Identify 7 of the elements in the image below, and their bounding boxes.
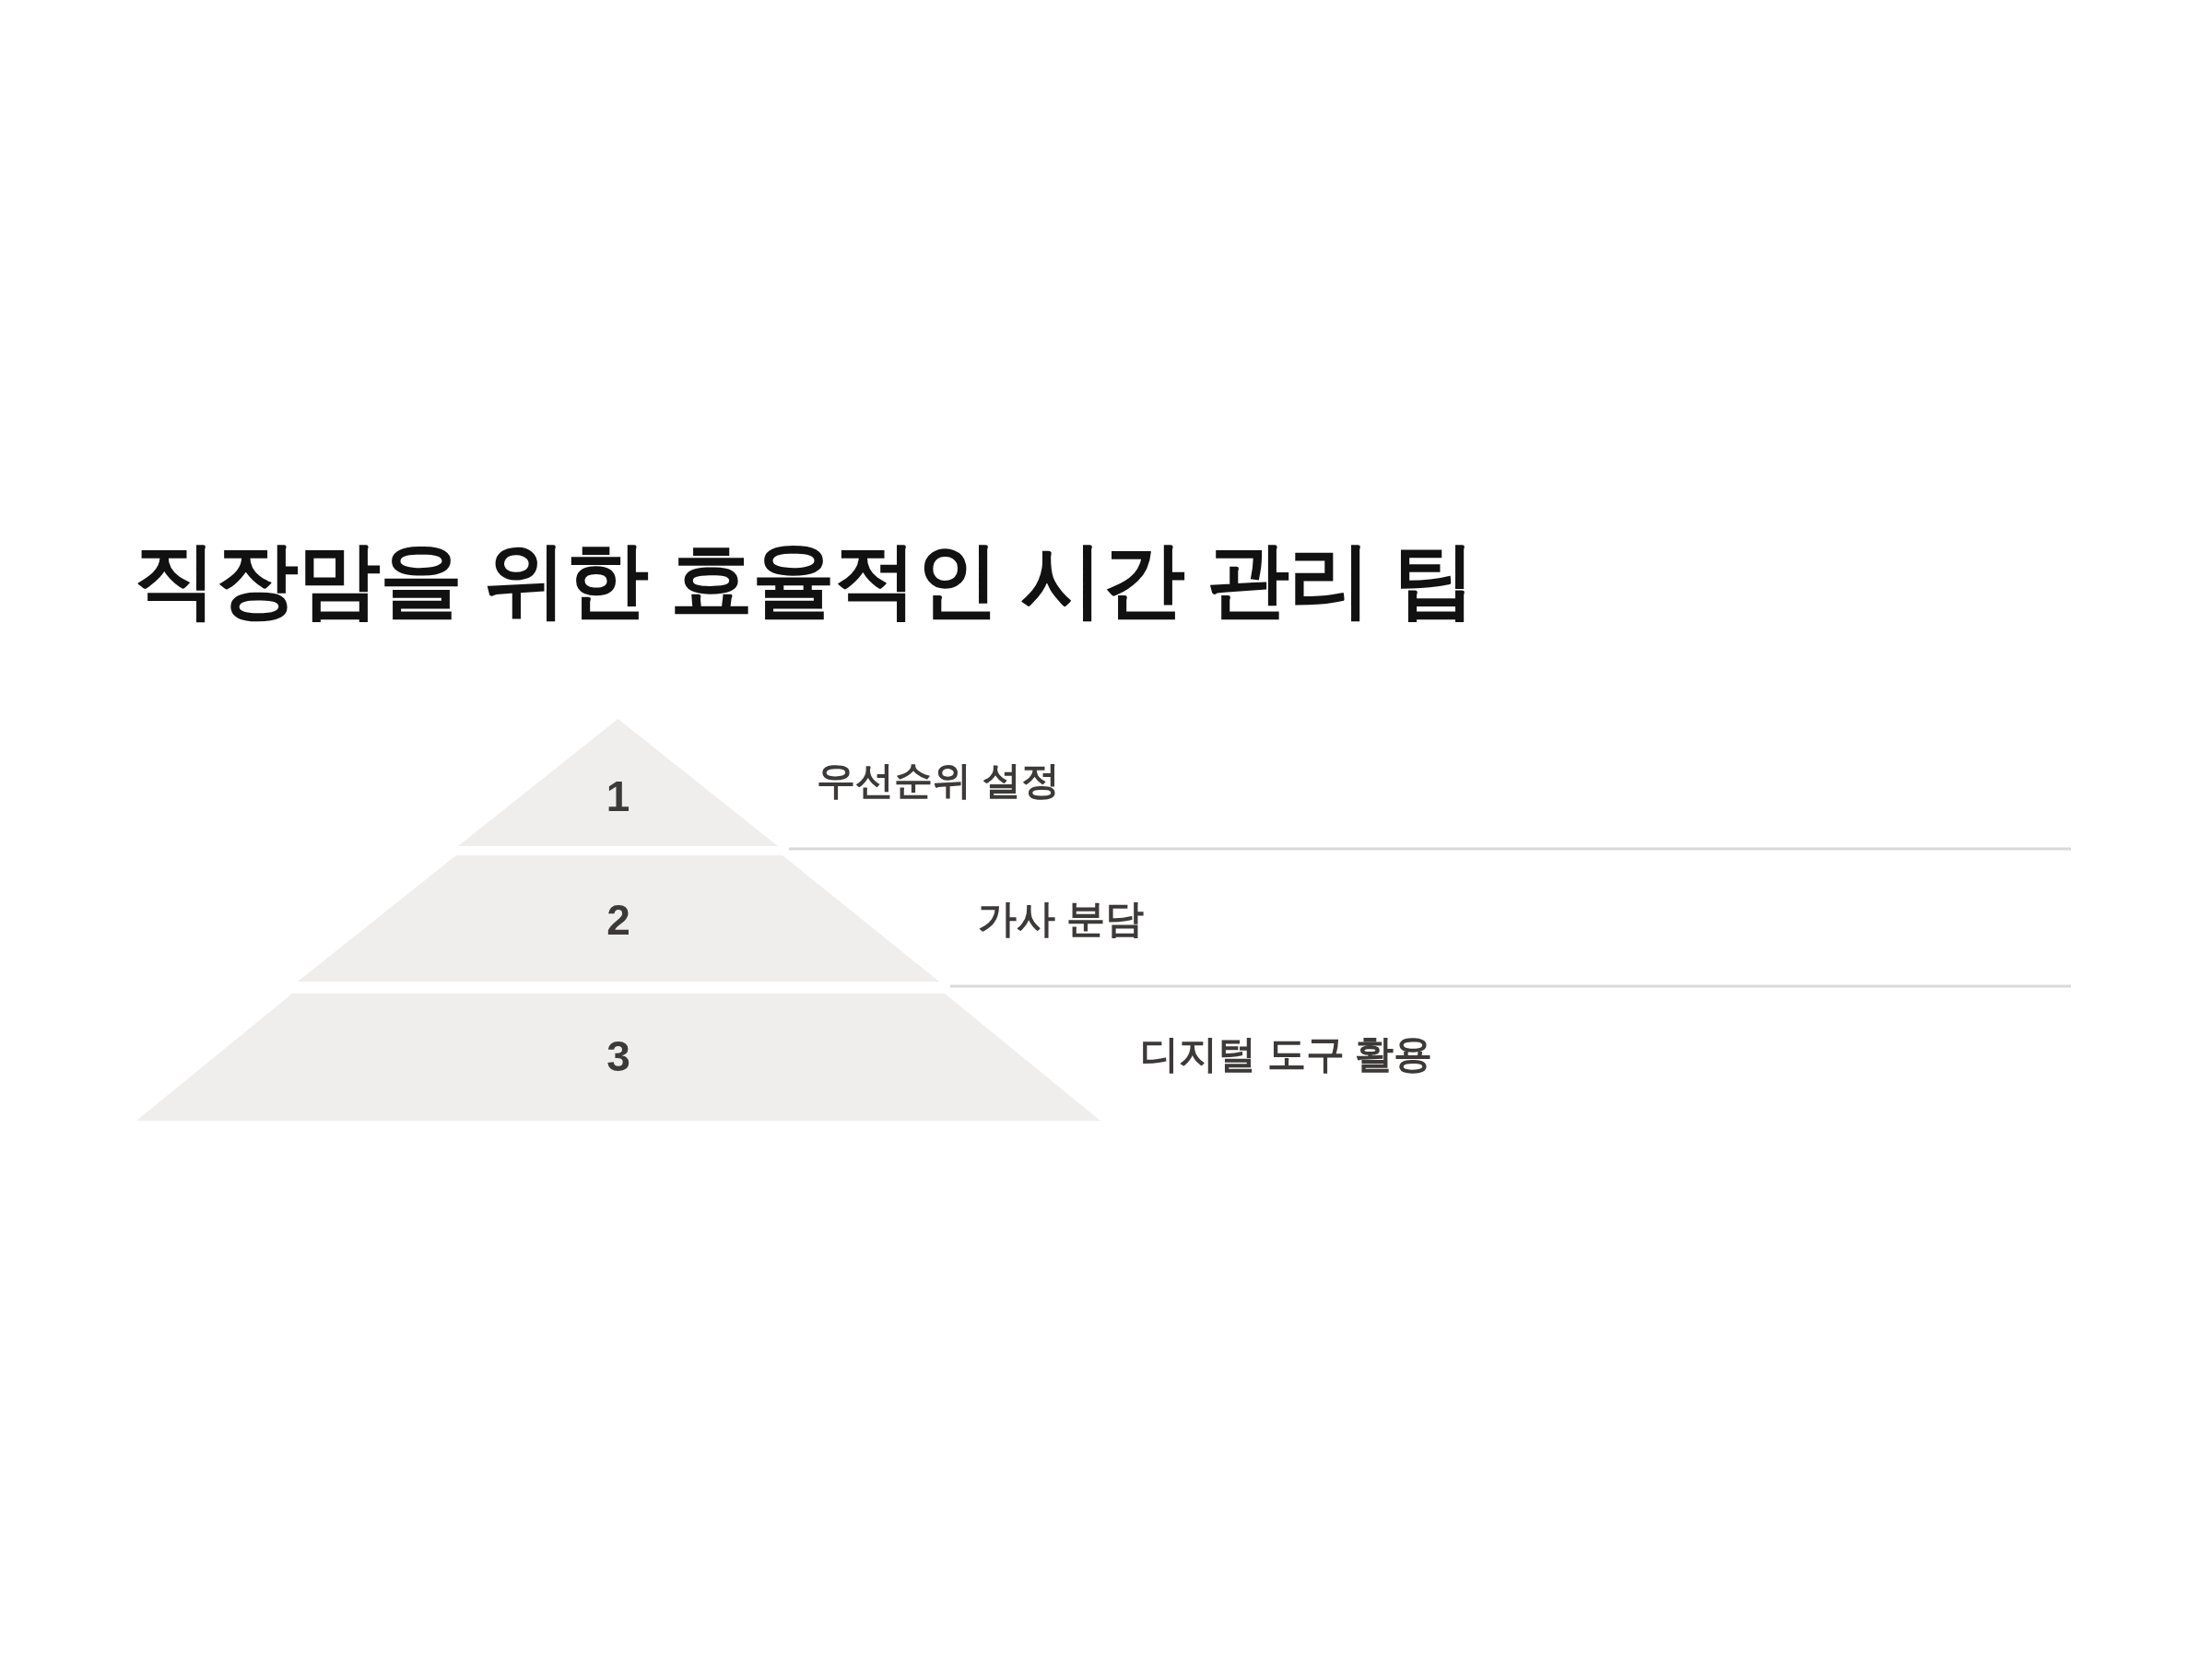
step-number: 1 — [606, 775, 630, 818]
title: 직장맘을 위한 효율적인 시간 관리 팁 — [134, 535, 1476, 626]
step-number: 2 — [606, 899, 630, 941]
step-label: 디지털 도구 활용 — [1140, 1032, 1433, 1077]
step-label: 가사 분담 — [978, 897, 1144, 941]
step-number: 3 — [606, 1035, 630, 1077]
step-label: 우선순위 설정 — [817, 759, 1060, 803]
